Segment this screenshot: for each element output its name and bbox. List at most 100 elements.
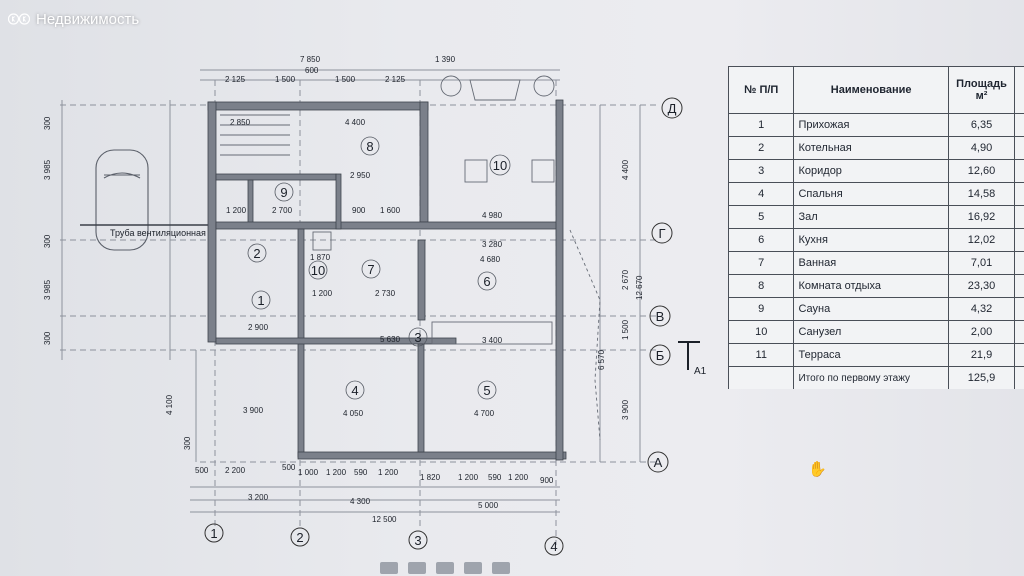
dim-right: 12 670 <box>635 275 644 300</box>
row-extra <box>1014 136 1024 160</box>
row-num: 1 <box>727 113 795 137</box>
dim-bottom: 1 200 <box>326 468 347 477</box>
row-num: 3 <box>727 159 795 183</box>
hand-cursor-icon: ✋ <box>808 461 827 478</box>
dim-top-600: 600 <box>305 66 319 75</box>
dim-bottom: 1 820 <box>420 473 441 482</box>
row-area: 14,58 <box>947 182 1016 206</box>
taskbar-app-icon[interactable] <box>464 562 482 574</box>
header-area-unit: м² <box>975 90 988 102</box>
dim-inner: 4 700 <box>474 409 495 418</box>
taskbar-app-icon[interactable] <box>436 562 454 574</box>
dim-top-7850: 7 850 <box>300 55 321 64</box>
row-name: Сауна <box>793 297 949 321</box>
taskbar-search-icon[interactable] <box>380 562 398 574</box>
dim-inner: 1 200 <box>226 206 247 215</box>
dim-top-1500b: 1 500 <box>335 75 356 84</box>
room-10-terrace: 10 <box>493 158 507 173</box>
room-1: 1 <box>257 293 264 308</box>
dim-inner: 4 680 <box>480 255 501 264</box>
axis-letter-v: В <box>656 309 665 324</box>
row-extra <box>1014 113 1024 137</box>
row-name: Санузел <box>793 320 949 344</box>
header-area-label: Площадь <box>956 78 1007 90</box>
row-num: 4 <box>727 182 795 206</box>
row-extra <box>1014 274 1024 298</box>
row-name: Коридор <box>793 159 949 183</box>
dim-left: 300 <box>183 436 192 450</box>
dim-inner: 2 850 <box>230 118 251 127</box>
dim-top-2125a: 2 125 <box>225 75 246 84</box>
room-9: 9 <box>280 185 287 200</box>
row-num: 6 <box>727 228 795 252</box>
header-num: № П/П <box>727 66 795 114</box>
building-walls <box>207 99 567 461</box>
row-name: Прихожая <box>793 113 949 137</box>
row-area: 12,60 <box>947 159 1016 183</box>
row-area: 7,01 <box>947 251 1016 275</box>
dim-bottom: 3 200 <box>248 493 269 502</box>
dim-right: 2 670 <box>621 269 630 290</box>
dim-left: 300 <box>43 234 52 248</box>
axis-number-2: 2 <box>296 530 303 545</box>
dim-left: 3 985 <box>43 279 52 300</box>
row-num: 9 <box>727 297 795 321</box>
axis-number-3: 3 <box>414 533 421 548</box>
interior-details <box>220 75 601 441</box>
dim-left: 300 <box>43 116 52 130</box>
row-extra <box>1014 228 1024 252</box>
row-extra <box>1014 320 1024 344</box>
dim-inner: 5 630 <box>380 335 401 344</box>
header-name: Наименование <box>793 66 949 114</box>
dim-left: 3 985 <box>43 159 52 180</box>
room-6: 6 <box>483 274 490 289</box>
taskbar-app-icon[interactable] <box>492 562 510 574</box>
axis-letter-b: Б <box>656 348 665 363</box>
watermark-text: Недвижимость <box>36 10 140 28</box>
room-numbers: 1 2 3 4 5 6 7 8 9 10 10 <box>247 136 511 400</box>
row-num: 8 <box>727 274 795 298</box>
watermark: Недвижимость <box>8 8 139 30</box>
section-mark-label: А1 <box>694 366 707 377</box>
dim-bottom: 1 000 <box>298 468 319 477</box>
row-extra <box>1014 159 1024 183</box>
axis-markers: Д Г В Б А 1 2 3 4 <box>204 97 683 556</box>
total-empty <box>727 366 795 389</box>
header-extra <box>1014 66 1024 114</box>
floor-plan: 7 850 1 390 2 125 1 500 600 1 500 2 125 … <box>43 55 707 556</box>
row-name: Спальня <box>793 182 949 206</box>
row-num: 10 <box>727 320 795 344</box>
dim-inner: 4 400 <box>345 118 366 127</box>
dim-inner: 2 950 <box>350 171 371 180</box>
dim-inner: 3 280 <box>482 240 503 249</box>
axis-number-1: 1 <box>210 526 217 541</box>
axis-letter-d: Д <box>668 101 677 116</box>
row-area: 2,00 <box>947 320 1016 344</box>
row-num: 5 <box>727 205 795 229</box>
row-extra <box>1014 182 1024 206</box>
row-area: 4,32 <box>947 297 1016 321</box>
dim-top-2125b: 2 125 <box>385 75 406 84</box>
yandex-logo-icon <box>8 13 30 25</box>
dim-inner: 4 050 <box>343 409 364 418</box>
taskbar-app-icon[interactable] <box>408 562 426 574</box>
dim-bottom: 4 300 <box>350 497 371 506</box>
row-num: 2 <box>727 136 795 160</box>
dim-bottom: 1 200 <box>378 468 399 477</box>
axis-number-4: 4 <box>550 539 557 554</box>
room-4: 4 <box>351 383 358 398</box>
dim-right: 1 500 <box>621 319 630 340</box>
row-name: Терраса <box>793 343 949 367</box>
axis-letter-g: Г <box>658 226 665 241</box>
axis-letter-a: А <box>654 455 663 470</box>
dim-inner: 3 900 <box>243 406 264 415</box>
dim-bottom: 590 <box>488 473 502 482</box>
